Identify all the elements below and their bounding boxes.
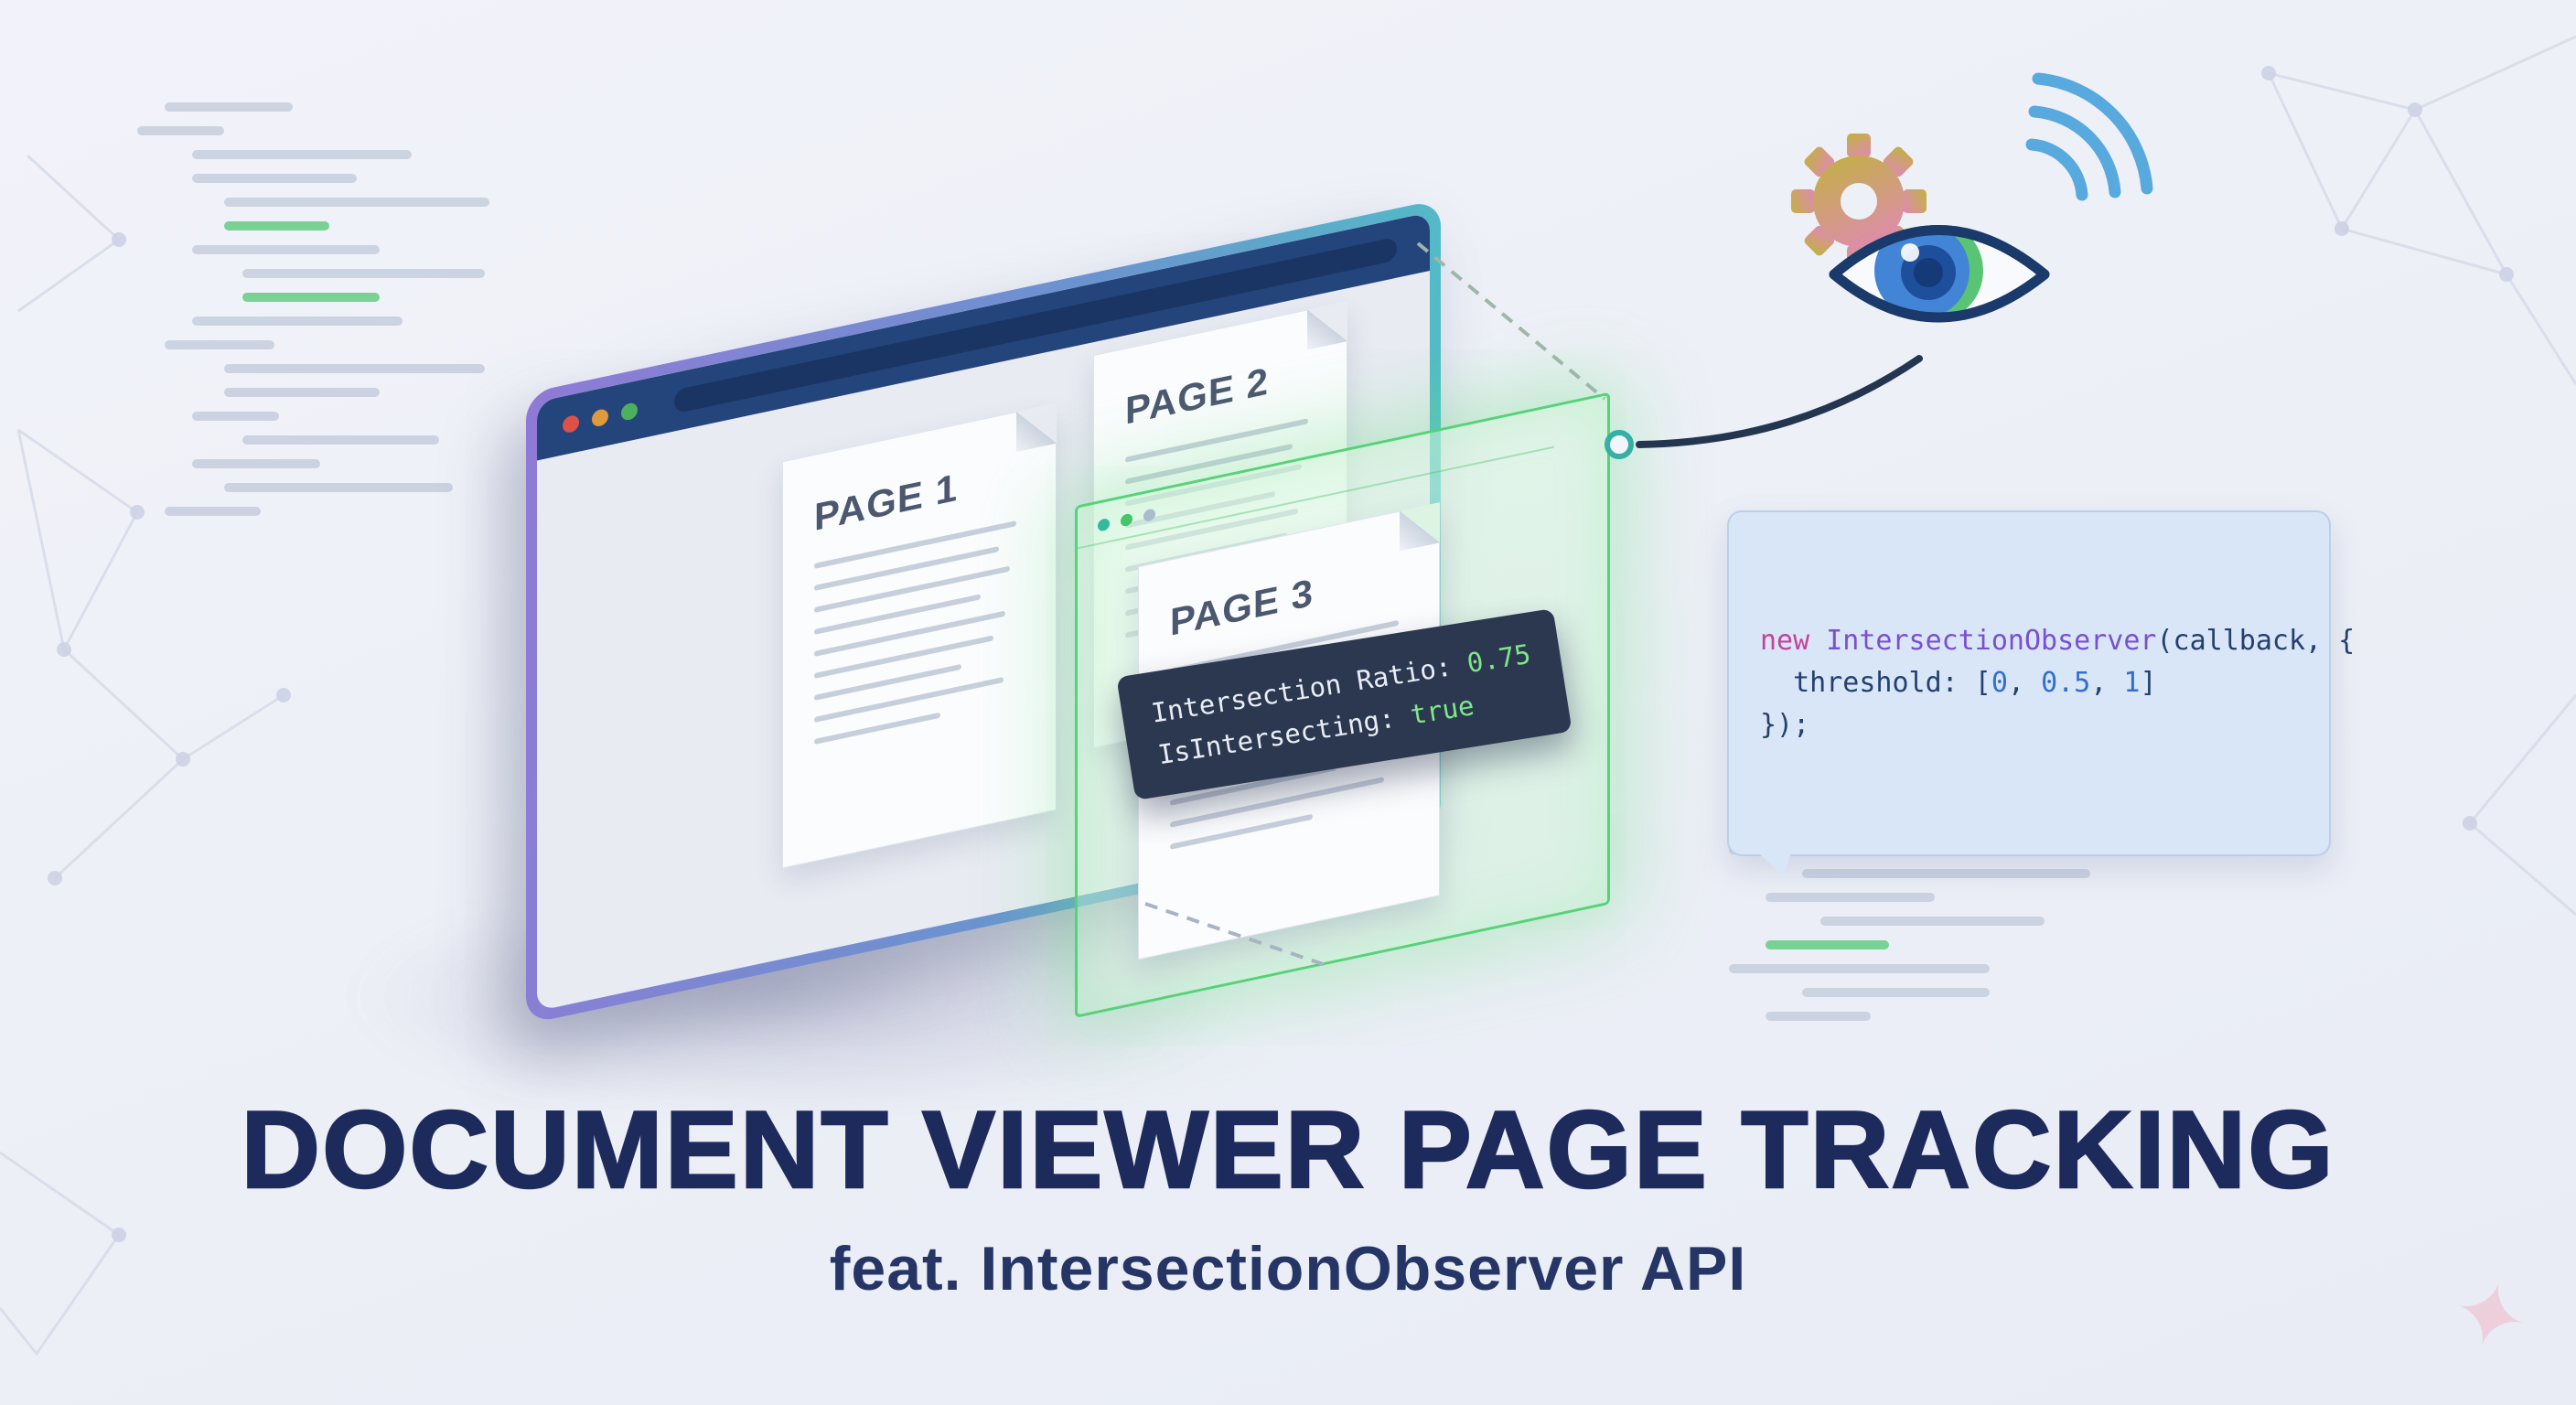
code-line: new IntersectionObserver(callback, { (1760, 625, 2356, 657)
mini-dot-teal-icon (1098, 517, 1110, 532)
page-fold-icon (1400, 502, 1440, 552)
window-dot-red-icon (563, 413, 579, 434)
code-lines-decoration-left (137, 102, 489, 516)
mini-dot-green-icon (1121, 512, 1132, 528)
code-snippet: new IntersectionObserver(callback, { thr… (1727, 510, 2356, 856)
intersection-ratio-value: 0.75 (1465, 638, 1533, 680)
main-title: DOCUMENT VIEWER PAGE TRACKING (240, 1088, 2335, 1213)
window-dot-yellow-icon (592, 407, 608, 428)
window-dot-green-icon (621, 402, 638, 422)
code-line: threshold: [0, 0.5, 1] (1760, 667, 2157, 699)
document-page-1: PAGE 1 (782, 402, 1057, 869)
code-snippet-lines: new IntersectionObserver(callback, { thr… (1760, 620, 2356, 746)
page-fold-icon (1307, 301, 1347, 350)
page-fold-icon (1016, 402, 1057, 453)
page-1-text-lines (814, 519, 1025, 745)
subtitle: feat. IntersectionObserver API (829, 1234, 1747, 1303)
code-line: }); (1760, 709, 1810, 741)
mini-dot-gray-icon (1143, 508, 1155, 523)
is-intersecting-value: true (1408, 690, 1476, 731)
